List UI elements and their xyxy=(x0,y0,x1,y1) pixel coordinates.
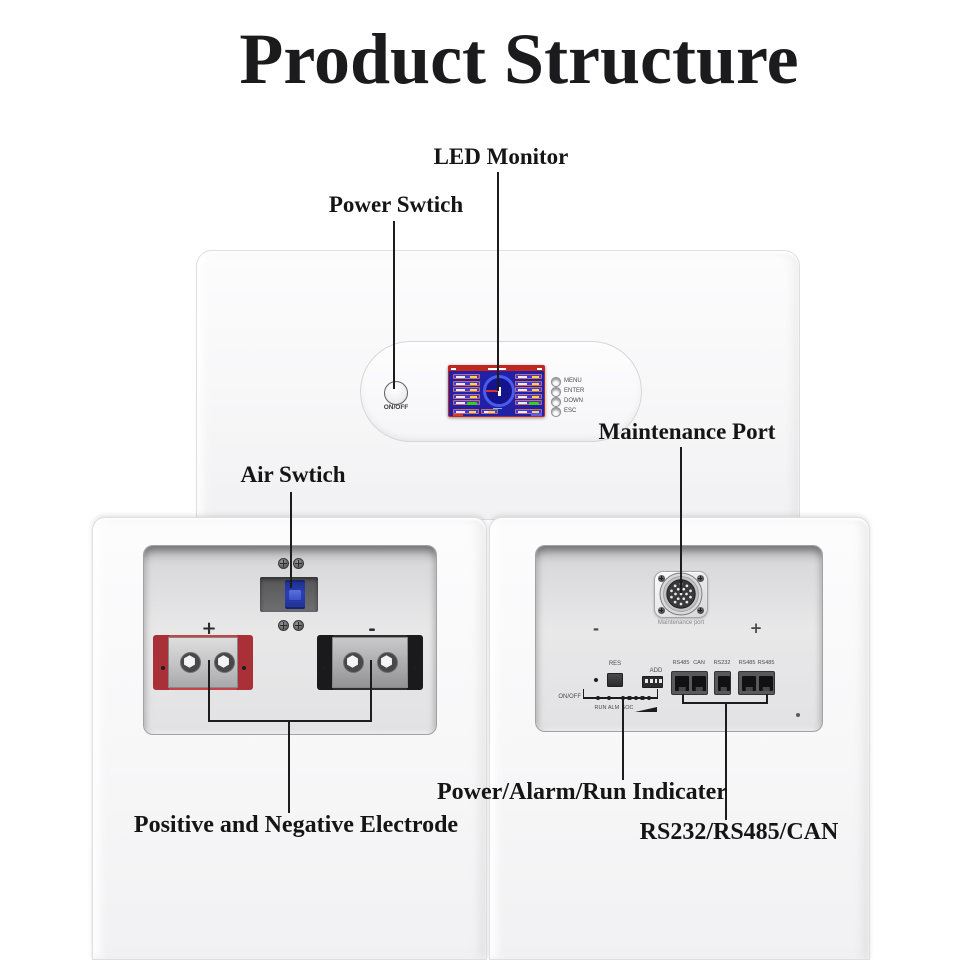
callout-maintenance-port: Maintenance Port xyxy=(598,419,776,444)
screw xyxy=(292,619,304,631)
lcd-gauge xyxy=(482,374,515,407)
port-label-rs232: RS232 xyxy=(713,660,731,666)
enter-button xyxy=(551,387,561,397)
port-label-can: CAN xyxy=(693,660,705,666)
callout-power-alarm-run: Power/Alarm/Run Indicater xyxy=(437,779,727,805)
can-port xyxy=(692,676,706,691)
port-label-rs485: RS485 xyxy=(672,660,690,666)
electrode-bracket-right xyxy=(370,660,372,722)
air-switch-pointer-line xyxy=(289,492,292,588)
lcd-field xyxy=(515,380,542,386)
electrode-bracket-left xyxy=(207,660,210,722)
terminal-nut xyxy=(179,651,201,673)
callout-power-switch: Power Swtich xyxy=(328,192,464,217)
rs485-can-port-block xyxy=(671,671,708,695)
rs232-port-block xyxy=(714,671,731,695)
negative-sign: - xyxy=(368,619,376,640)
lcd-field xyxy=(515,387,542,392)
lcd-gauge-subtext xyxy=(493,407,502,410)
lcd-field xyxy=(453,374,480,379)
callout-positive-negative: Positive and Negative Electrode xyxy=(133,812,459,838)
lcd-field xyxy=(453,387,480,392)
esc-button xyxy=(551,407,561,417)
lcd-gauge-needle xyxy=(485,389,499,393)
soc-scale-wedge xyxy=(635,707,657,712)
callout-led-monitor: LED Monitor xyxy=(433,144,569,169)
indicator-pointer-line xyxy=(622,698,624,780)
terminal-hole xyxy=(242,666,246,670)
res-label: RES xyxy=(608,661,622,667)
lcd-field xyxy=(453,380,480,386)
enter-button-label: ENTER xyxy=(564,388,585,394)
port-label-rs485: RS485 xyxy=(757,660,775,666)
lcd-field xyxy=(481,409,498,414)
negative-sign: - xyxy=(592,620,600,638)
terminal-nut xyxy=(342,651,364,673)
maintenance-port-pointer-line xyxy=(680,447,682,593)
terminal-hole xyxy=(161,666,165,670)
lcd-field xyxy=(453,393,480,399)
screw xyxy=(658,575,665,582)
ports-bracket-right xyxy=(765,694,768,704)
terminal-nut xyxy=(213,651,235,673)
power-switch-pointer-line xyxy=(392,221,395,389)
lcd-field xyxy=(515,400,542,405)
rs485-rs485-port-block xyxy=(738,671,775,695)
menu-button-label: MENU xyxy=(564,378,582,384)
address-dip-switch xyxy=(642,676,663,688)
callout-air-switch: Air Swtich xyxy=(240,462,346,487)
air-switch-breaker xyxy=(285,580,305,609)
down-button-label: DOWN xyxy=(564,398,583,404)
screw xyxy=(277,557,289,569)
on-off-button-label: ON/OFF xyxy=(383,404,409,411)
maintenance-port-small-label: Maintenance port xyxy=(657,620,705,626)
indicator-row-tick xyxy=(582,689,585,698)
screw xyxy=(697,575,704,582)
soc-label: SOC xyxy=(621,704,634,711)
esc-button-label: ESC xyxy=(564,408,577,414)
alm-label: ALM xyxy=(607,704,620,711)
ports-bracket-left xyxy=(682,694,684,704)
rs485-port xyxy=(675,676,689,691)
lcd-field xyxy=(515,409,542,414)
ports-pointer-line xyxy=(724,702,727,820)
screw xyxy=(658,607,665,614)
terminal-hole xyxy=(322,666,326,670)
add-label: ADD xyxy=(649,668,663,674)
run-label: RUN xyxy=(594,704,607,711)
lcd-field xyxy=(515,393,542,399)
power-led xyxy=(593,677,598,682)
screw xyxy=(292,557,304,569)
screw xyxy=(697,607,704,614)
lcd-gauge-value xyxy=(497,386,501,396)
positive-sign: + xyxy=(749,619,763,637)
down-button xyxy=(551,397,561,407)
terminal-nut xyxy=(376,651,398,673)
page-title: Product Structure xyxy=(239,19,799,99)
on-off-button xyxy=(384,381,408,405)
callout-comm-ports: RS232/RS485/CAN xyxy=(639,819,839,845)
positive-sign: + xyxy=(201,618,217,639)
rs485-port xyxy=(742,676,756,691)
port-label-rs485: RS485 xyxy=(738,660,756,666)
rs485-port xyxy=(759,676,773,691)
positive-terminal xyxy=(153,635,253,690)
panel-hole xyxy=(796,713,800,717)
terminal-hole xyxy=(413,666,417,670)
rs232-port xyxy=(717,676,730,691)
electrode-pointer-line xyxy=(288,720,290,813)
screw xyxy=(277,619,289,631)
onoff-indicator-label: ON/OFF xyxy=(558,693,581,700)
led-monitor-pointer-line xyxy=(496,172,499,391)
indicator-row-tick xyxy=(656,689,659,698)
menu-button xyxy=(551,377,561,387)
lcd-field xyxy=(515,374,542,379)
lcd-field xyxy=(453,400,480,405)
reset-button xyxy=(607,673,623,687)
lcd-alarm-text xyxy=(453,414,463,416)
indicator-row-line xyxy=(583,697,658,699)
lcd-field xyxy=(453,409,479,414)
lcd-soft-button xyxy=(531,412,542,416)
